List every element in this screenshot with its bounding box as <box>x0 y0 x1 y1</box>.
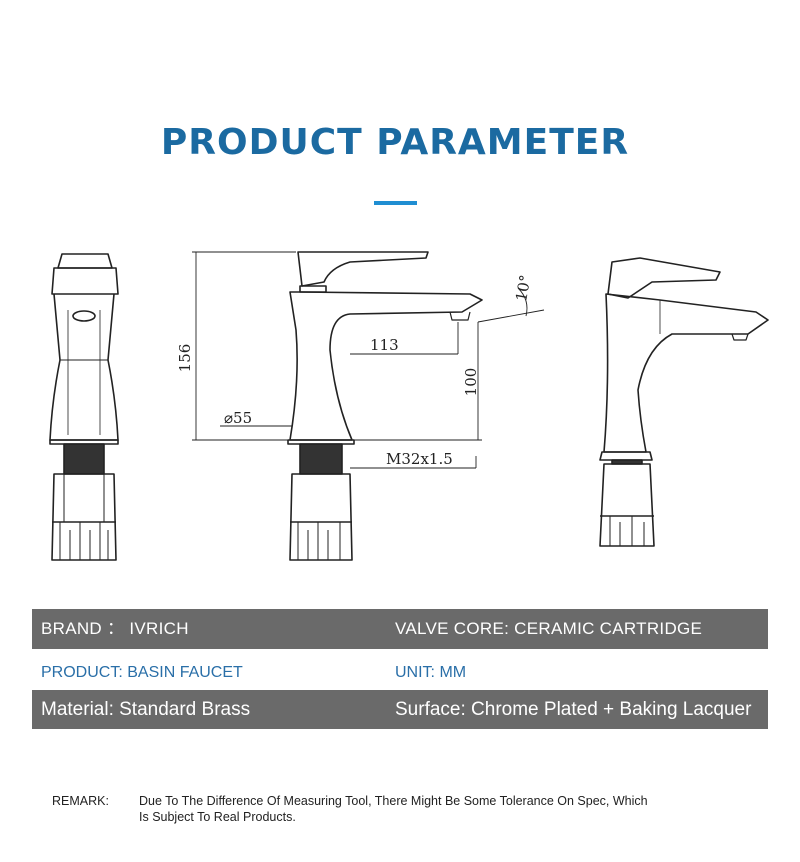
spec-product: PRODUCT: BASIN FAUCET <box>41 664 243 681</box>
dimension-height: 156 <box>176 344 194 373</box>
remark-text: Due To The Difference Of Measuring Tool,… <box>139 794 648 824</box>
faucet-technical-drawing: 156 113 100 ⌀55 M32x1.5 10° <box>49 251 769 561</box>
dimension-spout-height: 100 <box>462 368 480 397</box>
dimension-thread: M32x1.5 <box>386 450 453 468</box>
remark-label: REMARK: <box>52 794 109 808</box>
dimension-lines <box>192 251 545 469</box>
spec-surface: Surface: Chrome Plated + Baking Lacquer <box>395 699 752 720</box>
spec-material: Material: Standard Brass <box>41 699 251 720</box>
page-title: PRODUCT PARAMETER <box>160 122 630 163</box>
dimension-reach: 113 <box>370 336 399 354</box>
spec-row-brand-valve: BRAND ： IVRICH VALVE CORE: CERAMIC CARTR… <box>32 609 768 649</box>
spec-row-material-surface: Material: Standard Brass Surface: Chrome… <box>32 690 768 729</box>
spec-unit: UNIT: MM <box>395 664 467 681</box>
spec-row-product-unit: PRODUCT: BASIN FAUCET UNIT: MM <box>32 656 768 690</box>
perspective-view <box>599 257 769 547</box>
title-underline <box>374 201 417 205</box>
side-view <box>287 251 483 561</box>
spec-valve-core: VALVE CORE: CERAMIC CARTRIDGE <box>395 619 703 638</box>
dimension-angle: 10° <box>512 273 534 302</box>
spec-brand: BRAND ： IVRICH <box>41 619 189 638</box>
front-view <box>49 253 119 561</box>
dimension-base-diameter: ⌀55 <box>224 409 252 427</box>
